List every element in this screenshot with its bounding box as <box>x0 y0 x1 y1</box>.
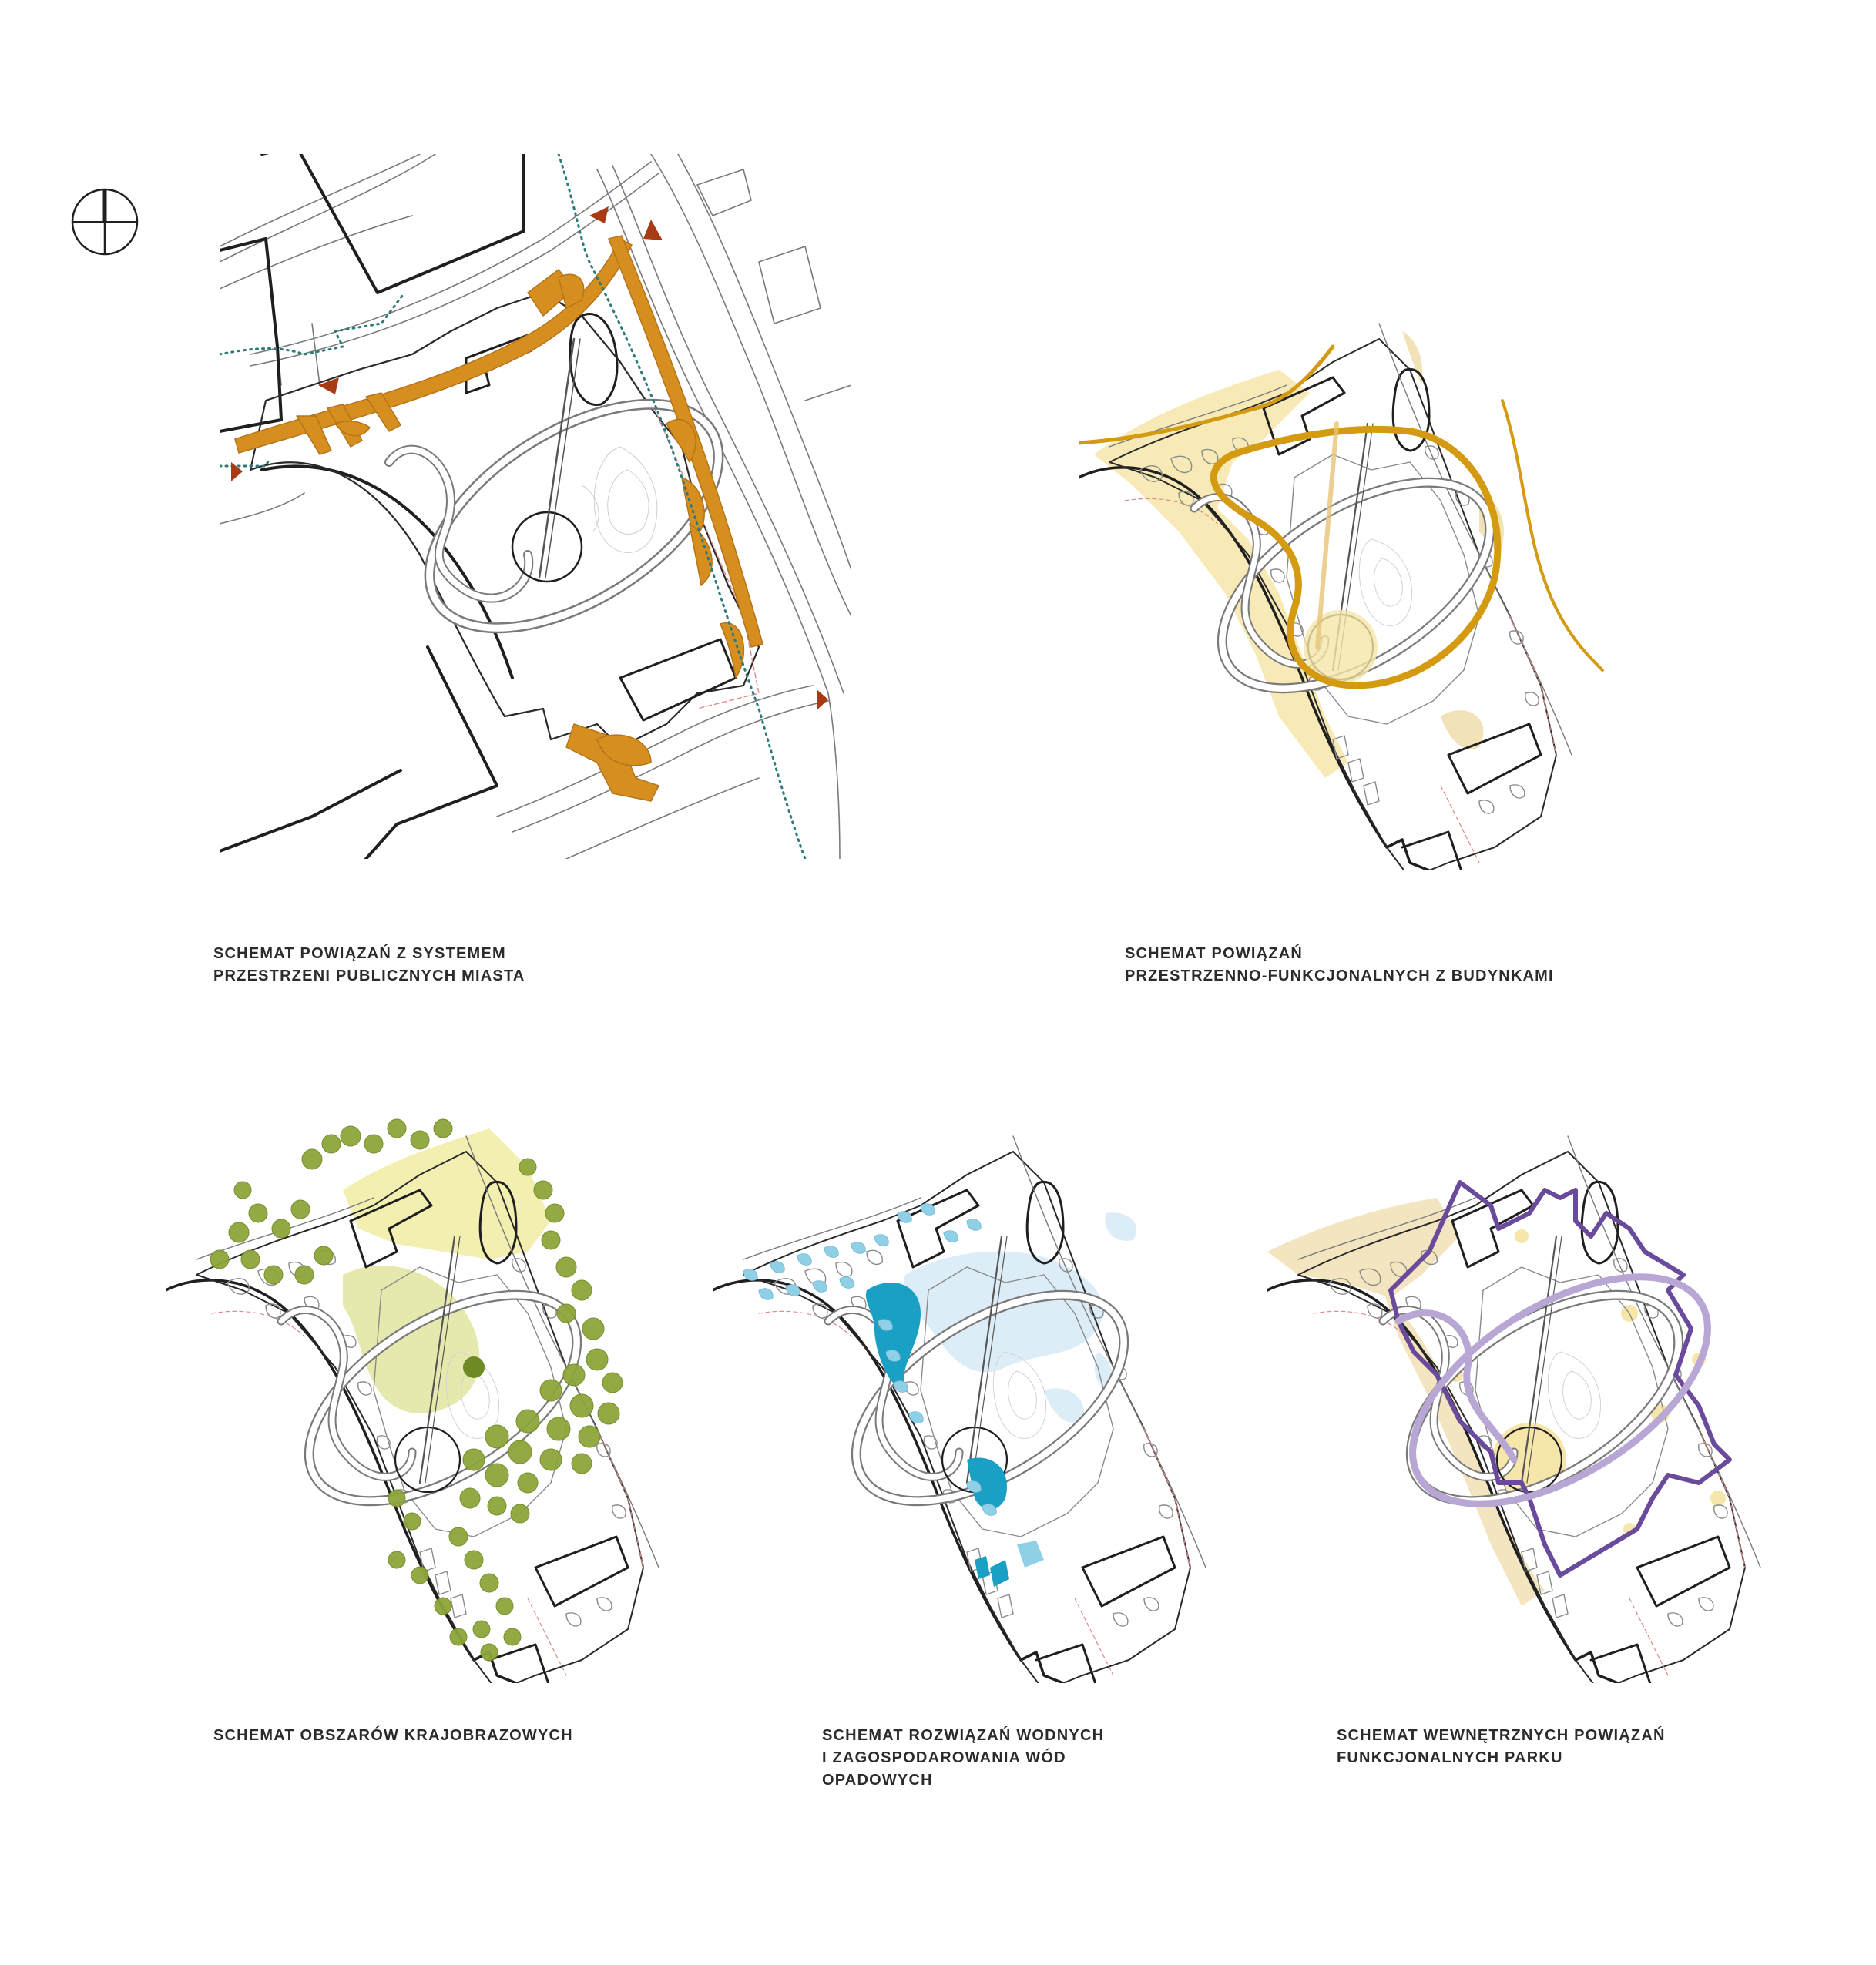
tree-canopy <box>602 1372 623 1393</box>
tree-canopy <box>210 1249 230 1269</box>
tree-canopy <box>582 1317 605 1340</box>
caption-landscape-areas: SCHEMAT OBSZARÓW KRAJOBRAZOWYCH <box>213 1725 573 1747</box>
tree-canopy <box>495 1597 514 1615</box>
tree-canopy <box>539 1379 562 1402</box>
caption-line: SCHEMAT OBSZARÓW KRAJOBRAZOWYCH <box>213 1727 573 1744</box>
caption-line: PRZESTRZENNO-FUNKCJONALNYCH Z BUDYNKAMI <box>1125 967 1554 984</box>
tree-canopy <box>515 1409 540 1434</box>
tree-canopy <box>545 1203 565 1223</box>
tree-canopy <box>433 1118 453 1138</box>
tree-canopy <box>586 1348 609 1371</box>
caption-water-solutions: SCHEMAT ROZWIĄZAŃ WODNYCH I ZAGOSPODAROW… <box>822 1725 1104 1792</box>
caption-line: PRZESTRZENI PUBLICZNYCH MIASTA <box>213 967 525 984</box>
water-cell <box>770 1261 785 1273</box>
tree-canopy <box>519 1158 537 1176</box>
tree-canopy <box>539 1448 562 1471</box>
tree-canopy <box>503 1628 522 1646</box>
tree-canopy <box>546 1417 571 1441</box>
tree-canopy <box>569 1393 594 1418</box>
water-cell <box>943 1230 958 1242</box>
tree-canopy <box>487 1496 507 1516</box>
tree-canopy <box>228 1222 250 1243</box>
tree-canopy <box>364 1134 384 1154</box>
tree-canopy <box>508 1440 532 1464</box>
tree-canopy <box>314 1246 334 1266</box>
tree-canopy <box>472 1620 491 1638</box>
water-cell <box>758 1288 774 1300</box>
caption-line: I ZAGOSPODAROWANIA WÓD <box>822 1749 1066 1766</box>
caption-line: FUNKCJONALNYCH PARKU <box>1337 1749 1563 1766</box>
tree-canopy <box>597 1402 620 1425</box>
caption-line: OPADOWYCH <box>822 1772 933 1789</box>
tree-canopy <box>301 1148 323 1170</box>
diagram-city-public-space <box>220 154 851 859</box>
water-cell <box>982 1504 997 1516</box>
water-cell <box>839 1276 854 1289</box>
diagram-landscape-areas <box>166 1098 705 1683</box>
caption-line: SCHEMAT POWIĄZAŃ Z SYSTEMEM <box>213 945 506 962</box>
water-cell <box>908 1411 924 1423</box>
caption-building-relations: SCHEMAT POWIĄZAŃ PRZESTRZENNO-FUNKCJONAL… <box>1125 943 1554 988</box>
water-cell <box>966 1219 982 1231</box>
tree-canopy <box>410 1130 430 1150</box>
tree-canopy <box>541 1230 561 1250</box>
water-cell <box>893 1380 908 1393</box>
tree-canopy <box>388 1551 406 1569</box>
tree-canopy <box>387 1118 407 1138</box>
tree-canopy <box>578 1425 601 1448</box>
tree-canopy <box>555 1256 577 1278</box>
tree-canopy <box>449 1628 468 1646</box>
caption-city-public-space: SCHEMAT POWIĄZAŃ Z SYSTEMEM PRZESTRZENI … <box>213 943 525 988</box>
tree-canopy <box>479 1573 499 1593</box>
tree-canopy <box>294 1265 314 1285</box>
tree-canopy <box>290 1199 310 1219</box>
tree-canopy <box>562 1363 586 1387</box>
water-cell <box>920 1203 935 1216</box>
caption-line: SCHEMAT ROZWIĄZAŃ WODNYCH <box>822 1727 1105 1744</box>
tree-canopy <box>240 1249 260 1269</box>
water-cell <box>743 1269 758 1281</box>
tree-canopy <box>571 1279 592 1301</box>
tree-canopy <box>485 1463 509 1487</box>
tree-canopy <box>517 1472 539 1494</box>
tree-canopy <box>248 1203 268 1223</box>
diagram-water-solutions <box>713 1098 1252 1683</box>
tree-canopy <box>510 1504 530 1524</box>
water-cell <box>851 1242 866 1254</box>
water-cell <box>785 1284 800 1296</box>
tree-canopy <box>233 1181 252 1199</box>
tree-canopy <box>448 1527 468 1547</box>
tree-canopy <box>411 1566 429 1584</box>
caption-internal-park-relations: SCHEMAT WEWNĘTRZNYCH POWIĄZAŃ FUNKCJONAL… <box>1337 1725 1666 1769</box>
tree-canopy <box>340 1125 361 1147</box>
water-cell <box>885 1350 901 1362</box>
tree-canopy <box>485 1424 509 1449</box>
water-cell <box>874 1234 889 1246</box>
tree-canopy <box>321 1134 341 1154</box>
water-cell <box>812 1280 827 1293</box>
tree-canopy <box>459 1487 481 1509</box>
tree-canopy <box>388 1489 406 1507</box>
tree-canopy <box>556 1303 576 1323</box>
tree-canopy <box>263 1265 284 1285</box>
tree-canopy <box>271 1219 291 1239</box>
tree-canopy <box>462 1448 485 1471</box>
diagram-building-relations <box>1079 285 1618 870</box>
water-cell <box>797 1253 812 1266</box>
tree-canopy <box>533 1180 553 1200</box>
caption-line: SCHEMAT POWIĄZAŃ <box>1125 945 1304 962</box>
water-cell <box>824 1246 839 1258</box>
tree-canopy <box>434 1597 452 1615</box>
caption-line: SCHEMAT WEWNĘTRZNYCH POWIĄZAŃ <box>1337 1727 1666 1744</box>
water-cell <box>897 1211 912 1223</box>
diagram-internal-park-relations <box>1267 1098 1807 1683</box>
tree-canopy <box>480 1643 498 1662</box>
tree-canopy <box>403 1512 421 1531</box>
north-compass-icon <box>69 186 140 261</box>
tree-canopy <box>571 1453 592 1474</box>
tree-canopy <box>464 1550 484 1570</box>
water-cell <box>966 1480 982 1493</box>
water-cell <box>878 1319 893 1331</box>
